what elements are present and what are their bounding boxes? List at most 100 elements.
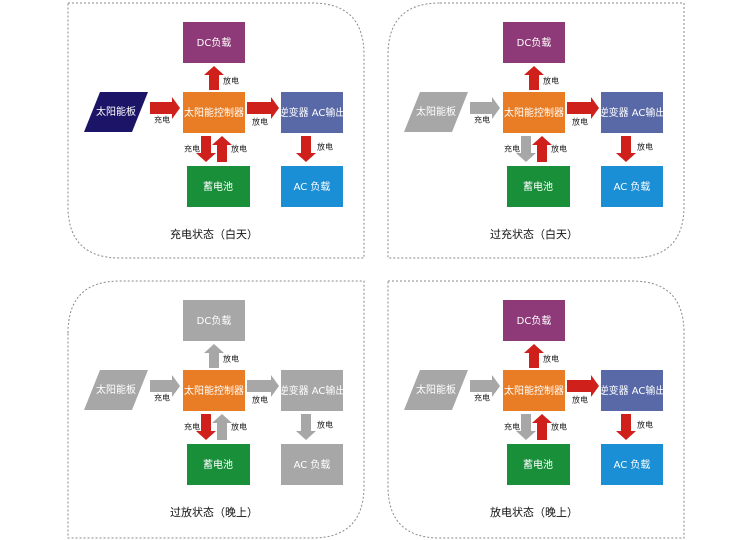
controller-to-battery-arrow	[516, 414, 536, 440]
battery-to-controller-arrow	[212, 136, 232, 162]
inverter-label: 逆变器 AC输出	[279, 384, 346, 397]
battery-to-controller-arrow	[532, 136, 552, 162]
controller-box	[183, 370, 245, 411]
panel-caption: 过充状态（白天）	[490, 227, 578, 241]
solar-to-controller-arrow	[150, 375, 180, 397]
ac-load-label: AC 负载	[614, 180, 651, 193]
controller-to-dc-arrow	[524, 66, 544, 90]
charge-label: 充电	[154, 115, 170, 125]
ac-load-label: AC 负载	[294, 458, 331, 471]
dc-load-box	[183, 300, 245, 341]
panel-caption: 过放状态（晚上）	[170, 505, 258, 519]
solar-panel-label: 太阳能板	[96, 105, 136, 118]
discharge-label: 放电	[317, 142, 333, 152]
controller-to-inverter-arrow	[247, 97, 279, 119]
ac-load-box	[281, 444, 343, 485]
controller-to-battery-arrow	[516, 136, 536, 162]
inverter-label: 逆变器 AC输出	[599, 384, 666, 397]
charge-label: 充电	[504, 144, 520, 154]
dc-load-box	[503, 300, 565, 341]
inverter-box	[281, 370, 343, 411]
controller-label: 太阳能控制器	[504, 106, 564, 119]
solar-panel-label: 太阳能板	[416, 383, 456, 396]
controller-to-inverter-arrow	[247, 375, 279, 397]
discharge-label: 放电	[231, 144, 247, 154]
dc-load-label: DC负载	[517, 314, 552, 327]
charge-label: 充电	[154, 393, 170, 403]
discharge-label: 放电	[637, 142, 653, 152]
battery-to-controller-arrow	[212, 414, 232, 440]
inverter-to-ac-arrow	[296, 414, 316, 440]
battery-box	[187, 166, 250, 207]
charge-label: 充电	[474, 393, 490, 403]
controller-to-battery-arrow	[196, 136, 216, 162]
inverter-box	[281, 92, 343, 133]
discharge-label: 放电	[543, 76, 559, 86]
dc-load-label: DC负载	[517, 36, 552, 49]
discharge-label: 放电	[572, 395, 588, 405]
ac-load-box	[601, 444, 663, 485]
battery-label: 蓄电池	[523, 458, 553, 471]
dc-load-box	[183, 22, 245, 63]
charge-label: 充电	[504, 422, 520, 432]
inverter-to-ac-arrow	[616, 414, 636, 440]
dc-load-label: DC负载	[197, 314, 232, 327]
discharge-label: 放电	[252, 395, 268, 405]
battery-box	[507, 444, 570, 485]
panel-frame	[67, 280, 365, 539]
inverter-label: 逆变器 AC输出	[599, 106, 666, 119]
discharge-label: 放电	[231, 422, 247, 432]
inverter-label: 逆变器 AC输出	[279, 106, 346, 119]
discharge-label: 放电	[317, 420, 333, 430]
controller-to-dc-arrow	[204, 344, 224, 368]
discharge-label: 放电	[543, 354, 559, 364]
battery-to-controller-arrow	[532, 414, 552, 440]
charge-label: 充电	[184, 422, 200, 432]
ac-load-label: AC 负载	[294, 180, 331, 193]
controller-to-dc-arrow	[204, 66, 224, 90]
solar-panel-shape	[404, 92, 468, 132]
inverter-to-ac-arrow	[296, 136, 316, 162]
controller-label: 太阳能控制器	[184, 106, 244, 119]
solar-panel-shape	[84, 370, 148, 410]
controller-box	[183, 92, 245, 133]
solar-panel-shape	[84, 92, 148, 132]
solar-panel-label: 太阳能板	[416, 105, 456, 118]
charge-label: 充电	[474, 115, 490, 125]
controller-to-inverter-arrow	[567, 375, 599, 397]
panel-caption: 充电状态（白天）	[170, 227, 258, 241]
discharge-label: 放电	[223, 354, 239, 364]
discharge-label: 放电	[223, 76, 239, 86]
discharge-label: 放电	[252, 117, 268, 127]
discharge-label: 放电	[551, 422, 567, 432]
battery-label: 蓄电池	[203, 180, 233, 193]
inverter-box	[601, 92, 663, 133]
discharge-label: 放电	[572, 117, 588, 127]
dc-load-label: DC负载	[197, 36, 232, 49]
discharge-label: 放电	[551, 144, 567, 154]
controller-box	[503, 370, 565, 411]
controller-to-battery-arrow	[196, 414, 216, 440]
solar-panel-shape	[404, 370, 468, 410]
dc-load-box	[503, 22, 565, 63]
controller-label: 太阳能控制器	[504, 384, 564, 397]
inverter-box	[601, 370, 663, 411]
ac-load-box	[601, 166, 663, 207]
battery-box	[507, 166, 570, 207]
controller-label: 太阳能控制器	[184, 384, 244, 397]
battery-box	[187, 444, 250, 485]
discharge-label: 放电	[637, 420, 653, 430]
ac-load-label: AC 负载	[614, 458, 651, 471]
solar-to-controller-arrow	[470, 375, 500, 397]
solar-panel-label: 太阳能板	[96, 383, 136, 396]
controller-to-dc-arrow	[524, 344, 544, 368]
panel-frame	[67, 2, 365, 259]
controller-box	[503, 92, 565, 133]
panel-caption: 放电状态（晚上）	[490, 505, 578, 519]
battery-label: 蓄电池	[523, 180, 553, 193]
